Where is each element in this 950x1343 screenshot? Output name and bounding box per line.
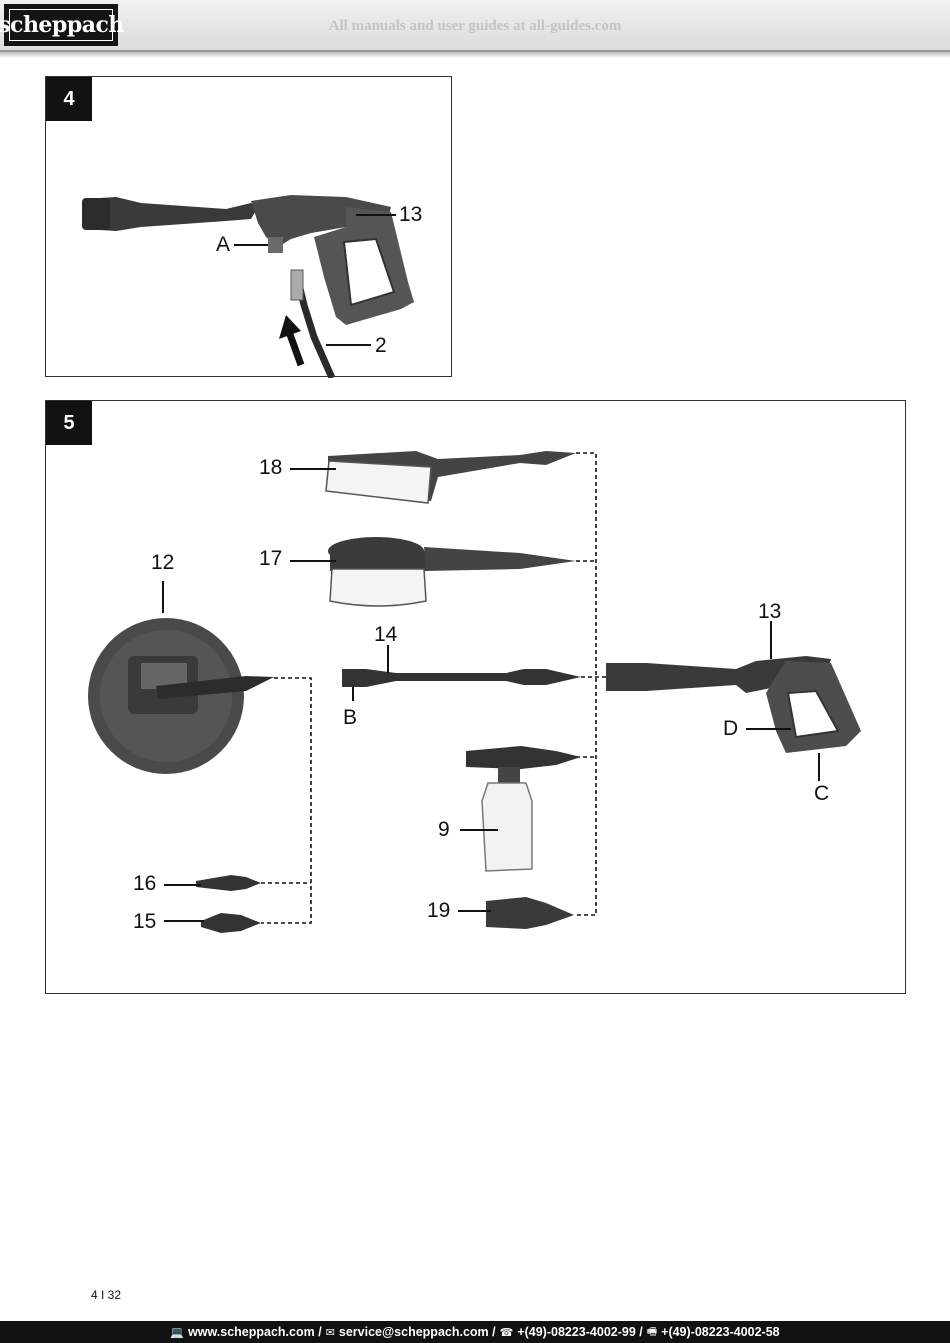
accessories-overview-illustration: [88, 451, 861, 933]
label-12: 12: [151, 551, 175, 574]
phone-icon: ☎: [499, 1326, 514, 1339]
label-13: 13: [758, 600, 782, 623]
page-header: scheppach All manuals and user guides at…: [0, 0, 950, 52]
computer-icon: 💻: [170, 1326, 185, 1339]
label-B: B: [343, 706, 358, 729]
label-2: 2: [375, 334, 387, 357]
footer-email[interactable]: service@scheppach.com /: [338, 1325, 496, 1339]
figure-number: 5: [46, 401, 92, 445]
footer-website[interactable]: www.scheppach.com /: [188, 1325, 322, 1339]
label-A: A: [216, 233, 231, 256]
label-14: 14: [374, 623, 398, 646]
label-15: 15: [133, 910, 157, 933]
fax-icon: 🖷: [646, 1325, 658, 1338]
footer-phone: +(49)-08223-4002-99 /: [517, 1325, 643, 1339]
label-17: 17: [259, 547, 283, 570]
label-D: D: [723, 717, 739, 740]
label-9: 9: [438, 818, 450, 841]
page-footer: 💻 www.scheppach.com / ✉ service@scheppac…: [0, 1321, 950, 1343]
spray-gun-connection-illustration: [82, 195, 414, 378]
footer-fax: +(49)-08223-4002-58: [661, 1325, 780, 1339]
figure-5: 5: [45, 400, 906, 994]
label-19: 19: [427, 899, 451, 922]
page-number: 4 I 32: [91, 1288, 122, 1302]
label-C: C: [814, 782, 830, 805]
label-18: 18: [259, 456, 283, 479]
scheppach-logo: scheppach: [0, 4, 124, 46]
logo-text: scheppach: [0, 9, 124, 41]
mail-icon: ✉: [325, 1326, 335, 1339]
label-13: 13: [399, 203, 423, 226]
figure-number: 4: [46, 77, 92, 121]
label-16: 16: [133, 872, 157, 895]
watermark-text: All manuals and user guides at all-guide…: [328, 18, 622, 34]
header-shadow: [0, 52, 950, 58]
figure-4: 4 13 A 2: [45, 76, 452, 378]
